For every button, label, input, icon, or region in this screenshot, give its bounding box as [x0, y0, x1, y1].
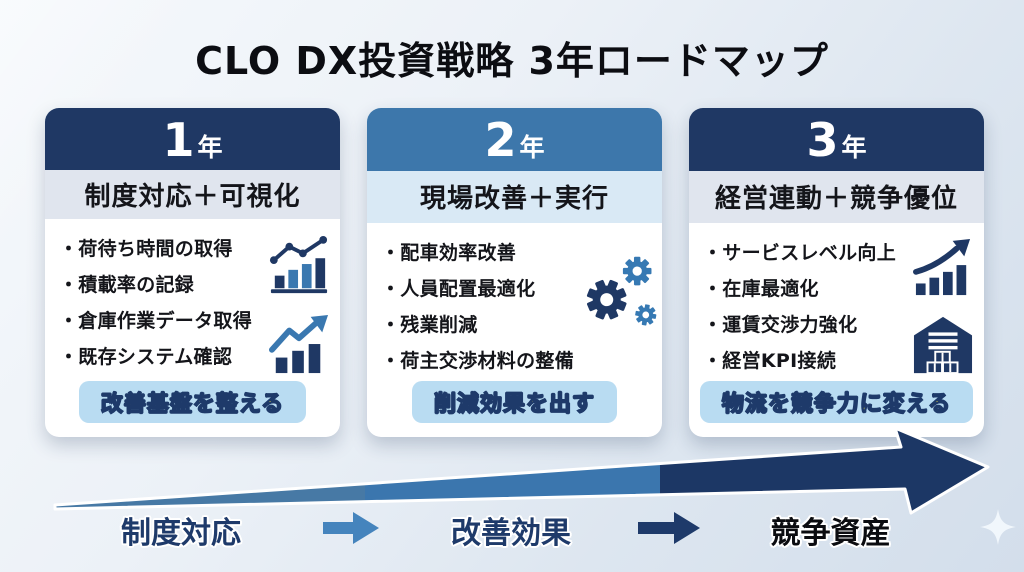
year-3-icons	[910, 233, 976, 379]
year-number: 3	[806, 113, 839, 167]
bullet-item: ・配車効率改善	[381, 242, 517, 264]
year-3-body: ・サービスレベル向上 ・在庫最適化 ・運賃交渉力強化 ・経営KPI接続	[689, 223, 984, 379]
year-2-icons	[580, 233, 658, 379]
bar-chart-arrow-icon	[268, 315, 330, 379]
goal-badge: 物流を競争力に変える	[699, 381, 974, 423]
bullet-item: ・倉庫作業データ取得	[59, 310, 253, 332]
growth-chart-icon	[912, 239, 974, 301]
year-1-card: 1 年 制度対応＋可視化 ・荷待ち時間の取得 ・積載率の記録 ・倉庫作業データ取…	[45, 108, 340, 437]
goal-badge: 削減効果を出す	[411, 381, 617, 423]
year-2-subtitle: 現場改善＋実行	[367, 170, 662, 223]
goal-badge: 改善基盤を整える	[78, 381, 307, 423]
year-3-bullet-list: ・サービスレベル向上 ・在庫最適化 ・運賃交渉力強化 ・経営KPI接続	[703, 235, 910, 379]
bullet-item: ・残業削減	[381, 314, 478, 336]
phase-label-2: 改善効果	[451, 516, 571, 551]
phase-label-3: 競争資産	[770, 516, 891, 551]
year-1-goal-row: 改善基盤を整える	[45, 381, 340, 423]
year-3-header: 3 年	[689, 108, 984, 171]
bullet-item: ・人員配置最適化	[381, 278, 536, 300]
bar-chart-line-icon	[268, 235, 330, 299]
bullet-item: ・荷主交渉材料の整備	[381, 350, 575, 372]
phase-arrow-icon	[323, 512, 379, 548]
year-suffix: 年	[197, 133, 223, 162]
bullet-item: ・サービスレベル向上	[703, 242, 897, 264]
year-1-header: 1 年	[45, 108, 340, 170]
year-suffix: 年	[519, 133, 545, 162]
page-title: CLO DX投資戦略 3年ロードマップ	[195, 39, 829, 83]
year-1-bullet-list: ・荷待ち時間の取得 ・積載率の記録 ・倉庫作業データ取得 ・既存システム確認	[59, 231, 266, 379]
year-1-subtitle: 制度対応＋可視化	[45, 170, 340, 219]
bullet-item: ・運賃交渉力強化	[703, 314, 858, 336]
year-cards: 1 年 制度対応＋可視化 ・荷待ち時間の取得 ・積載率の記録 ・倉庫作業データ取…	[45, 108, 984, 437]
year-2-body: ・配車効率改善 ・人員配置最適化 ・残業削減 ・荷主交渉材料の整備	[367, 223, 662, 379]
bullet-item: ・積載率の記録	[59, 274, 195, 296]
year-number: 2	[484, 113, 517, 167]
year-2-goal-row: 削減効果を出す	[367, 381, 662, 423]
bullet-item: ・在庫最適化	[703, 278, 819, 300]
bullet-item: ・経営KPI接続	[703, 350, 837, 372]
gears-icon	[580, 247, 661, 343]
bullet-item: ・荷待ち時間の取得	[59, 238, 233, 260]
phase-arrow-icon	[638, 512, 700, 548]
year-3-card: 3 年 経営連動＋競争優位 ・サービスレベル向上 ・在庫最適化 ・運賃交渉力強化…	[689, 108, 984, 437]
sparkle-icon	[980, 509, 1016, 549]
year-suffix: 年	[841, 133, 867, 162]
year-3-subtitle: 経営連動＋競争優位	[689, 170, 984, 223]
year-3-goal-row: 物流を競争力に変える	[689, 381, 984, 423]
phase-label-1: 制度対応	[121, 516, 241, 551]
bullet-item: ・既存システム確認	[59, 346, 233, 368]
year-number: 1	[162, 113, 195, 167]
year-1-body: ・荷待ち時間の取得 ・積載率の記録 ・倉庫作業データ取得 ・既存システム確認	[45, 219, 340, 379]
year-2-card: 2 年 現場改善＋実行 ・配車効率改善 ・人員配置最適化 ・残業削減 ・荷主交渉…	[367, 108, 662, 437]
year-2-bullet-list: ・配車効率改善 ・人員配置最適化 ・残業削減 ・荷主交渉材料の整備	[381, 235, 588, 379]
year-2-header: 2 年	[367, 108, 662, 171]
year-1-icons	[266, 229, 332, 379]
warehouse-icon	[912, 315, 974, 379]
